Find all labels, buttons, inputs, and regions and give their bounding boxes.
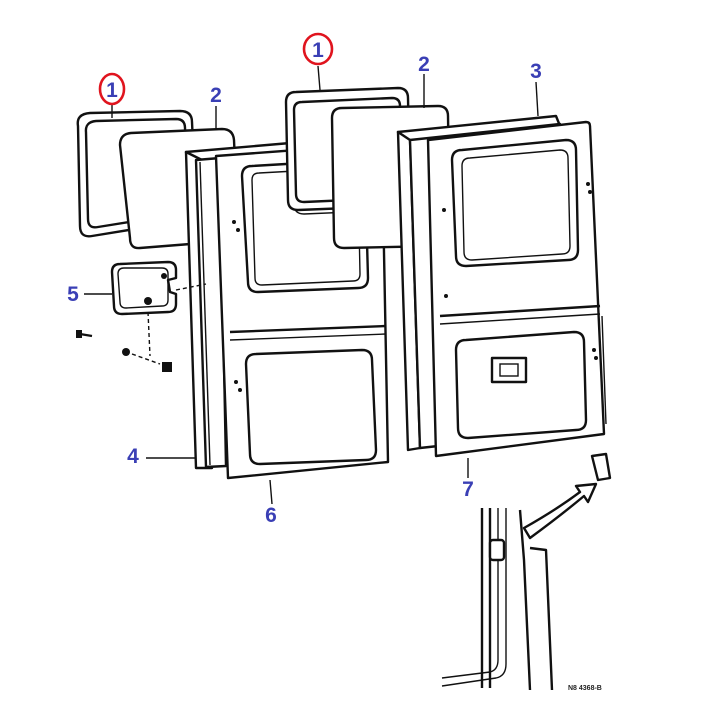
hinge-detail-inset: [441, 452, 612, 691]
callout-6: 6: [265, 504, 277, 527]
callout-2-left: 2: [210, 84, 222, 107]
access-cover-plate: [110, 260, 178, 316]
callout-1-center: 1: [312, 39, 324, 62]
callout-1-left-highlight: [98, 72, 126, 106]
callout-5: 5: [67, 283, 79, 306]
callout-1-left: 1: [106, 79, 118, 102]
callout-2-center: 2: [418, 53, 430, 76]
callout-4: 4: [127, 445, 139, 468]
fasteners: [76, 311, 172, 372]
callout-7: 7: [462, 478, 474, 501]
figure-id: N8 4368-B: [568, 685, 602, 692]
callout-1-center-highlight: [302, 32, 334, 66]
cover-guide-line: [175, 283, 207, 291]
leader-lines: [84, 65, 539, 505]
right-door-panel: [426, 120, 607, 458]
callout-3: 3: [530, 60, 542, 83]
